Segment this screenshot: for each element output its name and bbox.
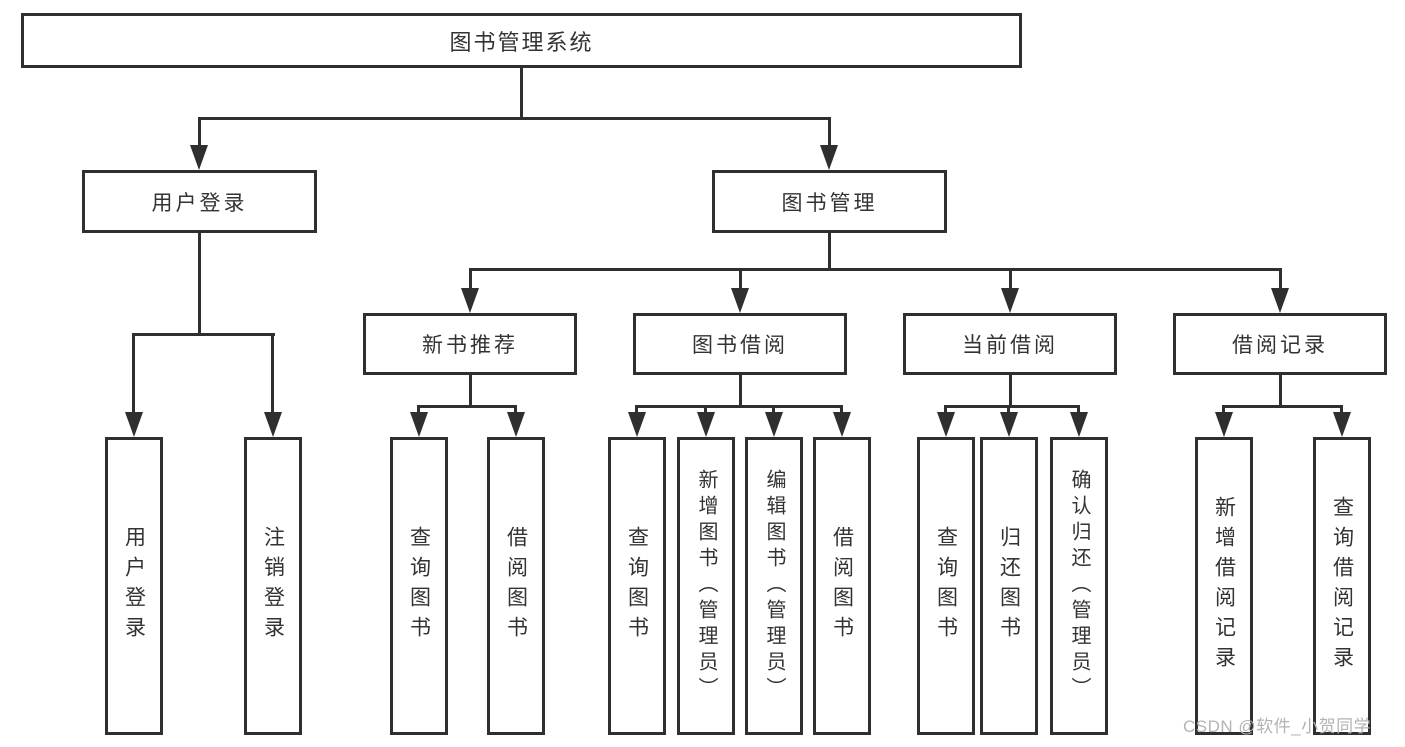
arrow-down-icon	[1070, 412, 1088, 437]
connector-line	[828, 117, 831, 146]
node-leaf-query-books-recommend: 查询图书	[390, 437, 448, 735]
arrow-down-icon	[820, 145, 838, 170]
node-leaf-confirm-return-admin-label: 确认归还（管理员）	[1068, 469, 1090, 703]
node-current-borrowing-label: 当前借阅	[962, 334, 1058, 357]
connector-line	[1007, 405, 1010, 417]
arrow-down-icon	[507, 412, 525, 437]
node-leaf-return-books-label: 归还图书	[997, 526, 1021, 646]
node-leaf-borrow-books-borrowing-label: 借阅图书	[830, 526, 854, 646]
connector-line	[1279, 375, 1282, 408]
connector-line	[132, 333, 135, 416]
connector-line	[469, 268, 1281, 271]
connector-line	[772, 405, 775, 417]
node-leaf-query-books-borrowing: 查询图书	[608, 437, 666, 735]
connector-line	[417, 405, 517, 408]
connector-line	[1009, 268, 1012, 291]
arrow-down-icon	[190, 145, 208, 170]
arrow-down-icon	[1271, 288, 1289, 313]
connector-line	[520, 68, 523, 117]
node-new-book-recommend-label: 新书推荐	[422, 334, 518, 357]
arrow-down-icon	[410, 412, 428, 437]
connector-line	[704, 405, 707, 417]
connector-line	[198, 117, 201, 146]
node-borrowing-records-label: 借阅记录	[1232, 334, 1328, 357]
connector-line	[514, 405, 517, 417]
arrow-down-icon	[833, 412, 851, 437]
connector-line	[828, 233, 831, 271]
csdn-watermark: CSDN @软件_小贺同学	[1183, 717, 1372, 736]
arrow-down-icon	[731, 288, 749, 313]
node-leaf-user-login-label: 用户登录	[122, 526, 146, 646]
node-book-management: 图书管理	[712, 170, 947, 233]
arrow-down-icon	[264, 412, 282, 437]
node-book-borrowing-label: 图书借阅	[692, 334, 788, 357]
connector-line	[1222, 405, 1225, 417]
node-root-label: 图书管理系统	[449, 29, 594, 55]
connector-line	[635, 405, 843, 408]
node-leaf-query-books-current-label: 查询图书	[934, 526, 958, 646]
node-leaf-confirm-return-admin: 确认归还（管理员）	[1050, 437, 1108, 735]
connector-line	[198, 117, 831, 120]
connector-line	[417, 405, 420, 417]
node-leaf-add-books-admin: 新增图书（管理员）	[677, 437, 735, 735]
connector-line	[271, 333, 274, 416]
connector-line	[1009, 375, 1012, 408]
node-book-management-label: 图书管理	[781, 191, 878, 215]
connector-line	[739, 268, 742, 291]
connector-line	[1340, 405, 1343, 417]
node-leaf-add-borrow-record-label: 新增借阅记录	[1212, 496, 1236, 676]
node-root: 图书管理系统	[21, 13, 1022, 68]
node-leaf-logout: 注销登录	[244, 437, 302, 735]
node-leaf-query-borrow-record-label: 查询借阅记录	[1330, 496, 1354, 676]
node-book-borrowing: 图书借阅	[633, 313, 847, 375]
node-borrowing-records: 借阅记录	[1173, 313, 1387, 375]
arrow-down-icon	[1001, 288, 1019, 313]
arrow-down-icon	[1333, 412, 1351, 437]
node-leaf-borrow-books-recommend: 借阅图书	[487, 437, 545, 735]
node-current-borrowing: 当前借阅	[903, 313, 1117, 375]
arrow-down-icon	[1000, 412, 1018, 437]
arrow-down-icon	[765, 412, 783, 437]
connector-line	[1279, 268, 1282, 291]
connector-line	[469, 375, 472, 408]
node-leaf-user-login: 用户登录	[105, 437, 163, 735]
node-user-login: 用户登录	[82, 170, 317, 233]
node-leaf-borrow-books-borrowing: 借阅图书	[813, 437, 871, 735]
arrow-down-icon	[628, 412, 646, 437]
arrow-down-icon	[937, 412, 955, 437]
node-leaf-return-books: 归还图书	[980, 437, 1038, 735]
node-leaf-add-borrow-record: 新增借阅记录	[1195, 437, 1253, 735]
connector-line	[132, 333, 275, 336]
connector-line	[739, 375, 742, 408]
node-leaf-query-books-recommend-label: 查询图书	[407, 526, 431, 646]
connector-line	[469, 268, 472, 291]
node-leaf-edit-books-admin-label: 编辑图书（管理员）	[763, 469, 785, 703]
arrow-down-icon	[697, 412, 715, 437]
connector-line	[198, 233, 201, 336]
connector-line	[944, 405, 947, 417]
connector-line	[1222, 405, 1343, 408]
node-user-login-label: 用户登录	[151, 191, 248, 215]
connector-line	[944, 405, 1080, 408]
node-leaf-query-books-current: 查询图书	[917, 437, 975, 735]
node-leaf-borrow-books-recommend-label: 借阅图书	[504, 526, 528, 646]
node-leaf-query-books-borrowing-label: 查询图书	[625, 526, 649, 646]
connector-line	[1077, 405, 1080, 417]
arrow-down-icon	[125, 412, 143, 437]
connector-line	[635, 405, 638, 417]
node-new-book-recommend: 新书推荐	[363, 313, 577, 375]
node-leaf-edit-books-admin: 编辑图书（管理员）	[745, 437, 803, 735]
node-leaf-logout-label: 注销登录	[261, 526, 285, 646]
arrow-down-icon	[1215, 412, 1233, 437]
node-leaf-query-borrow-record: 查询借阅记录	[1313, 437, 1371, 735]
arrow-down-icon	[461, 288, 479, 313]
node-leaf-add-books-admin-label: 新增图书（管理员）	[695, 469, 717, 703]
connector-line	[840, 405, 843, 417]
